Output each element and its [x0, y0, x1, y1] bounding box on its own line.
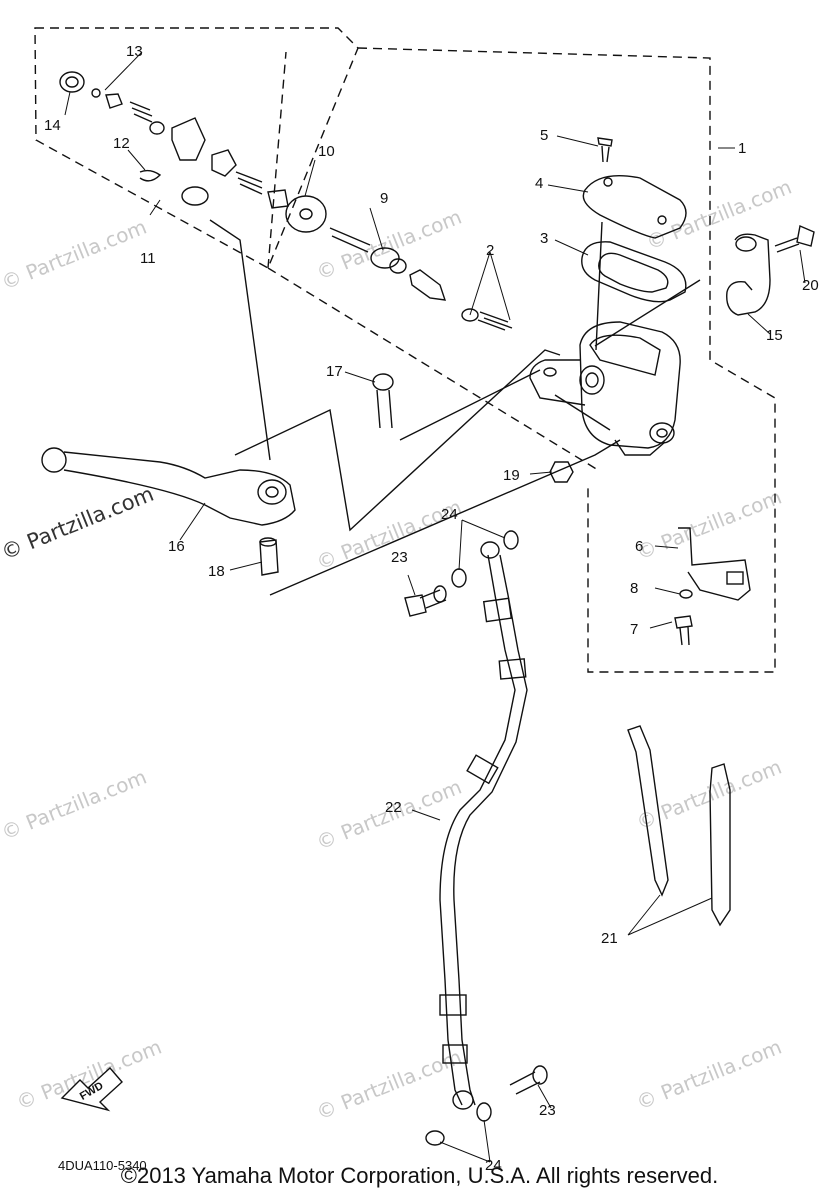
brake-switch: [678, 527, 751, 601]
cable-tie: [709, 763, 731, 927]
callout-small-nut: 13: [126, 43, 143, 60]
master-cylinder-body: [579, 321, 681, 449]
callout-union-bolt: 23: [391, 549, 408, 566]
assembly-dashed-outline: [34, 27, 359, 269]
callout-leaders: [64, 51, 806, 1163]
callouts: 1234567891011121314151617181920212223232…: [44, 43, 819, 1174]
callout-switch-washer: 8: [630, 580, 638, 597]
union-bolt: [509, 1071, 541, 1095]
callout-cap: 14: [44, 117, 61, 134]
callout-pivot-nut: 19: [503, 467, 520, 484]
callout-cable-ties: 21: [601, 930, 618, 947]
callout-brake-lever: 16: [168, 538, 185, 555]
callout-brake-switch: 6: [635, 538, 643, 555]
switch-screw: [674, 615, 693, 646]
copper-washer: [425, 1130, 445, 1146]
pivot-nut: [549, 461, 574, 483]
callout-master-cylinder-bracket: 15: [766, 327, 783, 344]
watermarks: © Partzilla.com © Partzilla.com © Partzi…: [0, 175, 795, 1125]
callout-lever-collar: 18: [208, 563, 225, 580]
adjuster-knob: [171, 117, 206, 161]
copyright-notice: ©2013 Yamaha Motor Corporation, U.S.A. A…: [120, 1163, 719, 1188]
watermark: © Partzilla.com: [0, 765, 150, 845]
callout-switch-screw: 7: [630, 621, 638, 638]
lever-collar: [259, 539, 279, 576]
callout-diaphragm: 3: [540, 230, 548, 247]
cap: [59, 71, 85, 93]
callout-copper-washer: 24: [441, 506, 458, 523]
watermark: © Partzilla.com: [633, 1035, 785, 1115]
callout-nut: 10: [318, 143, 335, 160]
watermark: © Partzilla.com: [313, 205, 465, 285]
piston: [329, 227, 371, 253]
leader-frame: [234, 349, 561, 532]
callout-piston: 9: [380, 190, 388, 207]
callout-brake-hose: 22: [385, 799, 402, 816]
boot: [285, 195, 327, 233]
lever-ball-end: [41, 447, 67, 473]
copper-washer: [503, 530, 519, 550]
piston-cup: [409, 269, 447, 301]
switch-washer: [679, 589, 693, 599]
brake-lever: [63, 451, 296, 526]
leader-frame: [209, 219, 271, 461]
callout-bracket-bolt: 20: [802, 277, 819, 294]
fwd-arrow: FWD: [60, 1066, 123, 1112]
cap-screw: [597, 137, 613, 163]
brake-hose: [439, 554, 516, 1106]
callout-lever-pivot-bolt: 17: [326, 363, 343, 380]
watermark: © Partzilla.com: [0, 482, 157, 565]
callout-circlip: 12: [113, 135, 130, 152]
callout-reservoir-cap: 4: [535, 175, 543, 192]
union-bolt: [404, 589, 447, 617]
watermark: © Partzilla.com: [633, 485, 785, 565]
callout-master-cylinder-assembly: 1: [738, 140, 746, 157]
copper-washer: [451, 568, 467, 588]
callout-lever-adjuster-kit: 11: [140, 250, 156, 267]
copper-washer: [476, 1102, 492, 1122]
cable-tie: [627, 725, 669, 897]
leader-frame: [399, 369, 611, 441]
pivot-bolt: [372, 373, 394, 391]
reservoir-cap: [582, 175, 687, 239]
assembly-dashed-outline-main: [267, 47, 776, 673]
callout-copper-washer: 24: [485, 1157, 502, 1174]
callout-cap-screw: 5: [540, 127, 548, 144]
watermark: © Partzilla.com: [0, 215, 150, 295]
watermark: © Partzilla.com: [643, 175, 795, 255]
callout-union-bolt: 23: [539, 1102, 556, 1119]
bracket-bolt: [774, 225, 815, 253]
diagram-code: 4DUA110-5340: [58, 1158, 147, 1173]
watermark: © Partzilla.com: [313, 1045, 465, 1125]
callout-master-cylinder-kit: 2: [486, 242, 494, 259]
master-cylinder-bracket: [726, 233, 771, 316]
diaphragm: [581, 241, 687, 303]
